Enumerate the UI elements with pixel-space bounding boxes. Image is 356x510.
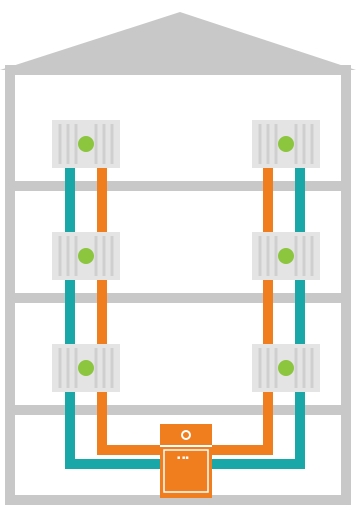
- radiator-icon: [250, 230, 322, 282]
- radiator-icon: [250, 342, 322, 394]
- roof: [0, 12, 356, 70]
- boiler-display: ▪ ▪▪: [177, 455, 189, 461]
- radiator-icon: [50, 118, 122, 170]
- boiler-icon: ▪ ▪▪: [160, 424, 212, 498]
- radiator-icon: [50, 230, 122, 282]
- radiator-icon: [250, 118, 322, 170]
- radiator-icon: [50, 342, 122, 394]
